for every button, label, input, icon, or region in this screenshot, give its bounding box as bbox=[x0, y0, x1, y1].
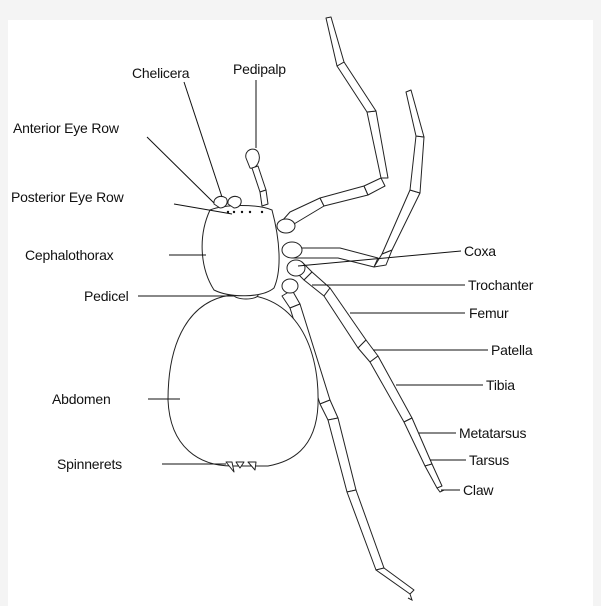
label-coxa: Coxa bbox=[464, 243, 496, 259]
label-femur: Femur bbox=[469, 305, 509, 321]
label-claw: Claw bbox=[463, 482, 494, 498]
leg1-femur bbox=[320, 186, 368, 206]
coxa-3 bbox=[287, 260, 305, 276]
label-cephalothorax: Cephalothorax bbox=[25, 247, 114, 263]
spinnerets-shape bbox=[226, 462, 256, 472]
leg4-claw bbox=[408, 594, 412, 600]
leg1-tibia bbox=[367, 111, 388, 178]
leader-anterior-eye-row bbox=[147, 137, 214, 203]
leg4-patella bbox=[320, 400, 338, 420]
pedipalp-shape bbox=[246, 149, 268, 206]
leg4-tibia bbox=[328, 418, 356, 492]
coxa-1 bbox=[277, 219, 295, 233]
leg1-patella bbox=[364, 178, 385, 195]
label-pedicel: Pedicel bbox=[84, 288, 129, 304]
leg2-metatarsus bbox=[410, 136, 424, 193]
leg1-tarsus bbox=[326, 17, 344, 66]
cephalothorax-shape bbox=[202, 206, 279, 296]
label-metatarsus: Metatarsus bbox=[459, 425, 526, 441]
label-spinnerets: Spinnerets bbox=[57, 456, 122, 472]
leg4-metatarsus bbox=[347, 490, 384, 570]
leg3-metatarsus bbox=[404, 418, 432, 466]
leg2-tibia bbox=[382, 190, 420, 254]
leg-front-1 bbox=[282, 17, 388, 224]
leg3-tarsus bbox=[425, 464, 442, 488]
label-pedipalp: Pedipalp bbox=[233, 61, 286, 77]
label-abdomen: Abdomen bbox=[52, 391, 111, 407]
label-tibia: Tibia bbox=[486, 377, 515, 393]
coxa-4 bbox=[282, 279, 298, 293]
leg1-metatarsus bbox=[337, 62, 376, 112]
label-patella: Patella bbox=[491, 342, 533, 358]
leg3-tibia bbox=[370, 356, 412, 422]
label-posterior-eye-row: Posterior Eye Row bbox=[11, 189, 125, 205]
leg-front-2 bbox=[290, 90, 424, 267]
leg3-femur bbox=[324, 288, 366, 348]
leg2-tarsus bbox=[406, 90, 424, 137]
coxa-2 bbox=[282, 242, 302, 258]
label-trochanter: Trochanter bbox=[468, 277, 534, 293]
leg4-tarsus bbox=[376, 568, 414, 594]
label-anterior-eye-row: Anterior Eye Row bbox=[13, 120, 120, 136]
label-tarsus: Tarsus bbox=[469, 452, 509, 468]
label-chelicera: Chelicera bbox=[132, 65, 190, 81]
